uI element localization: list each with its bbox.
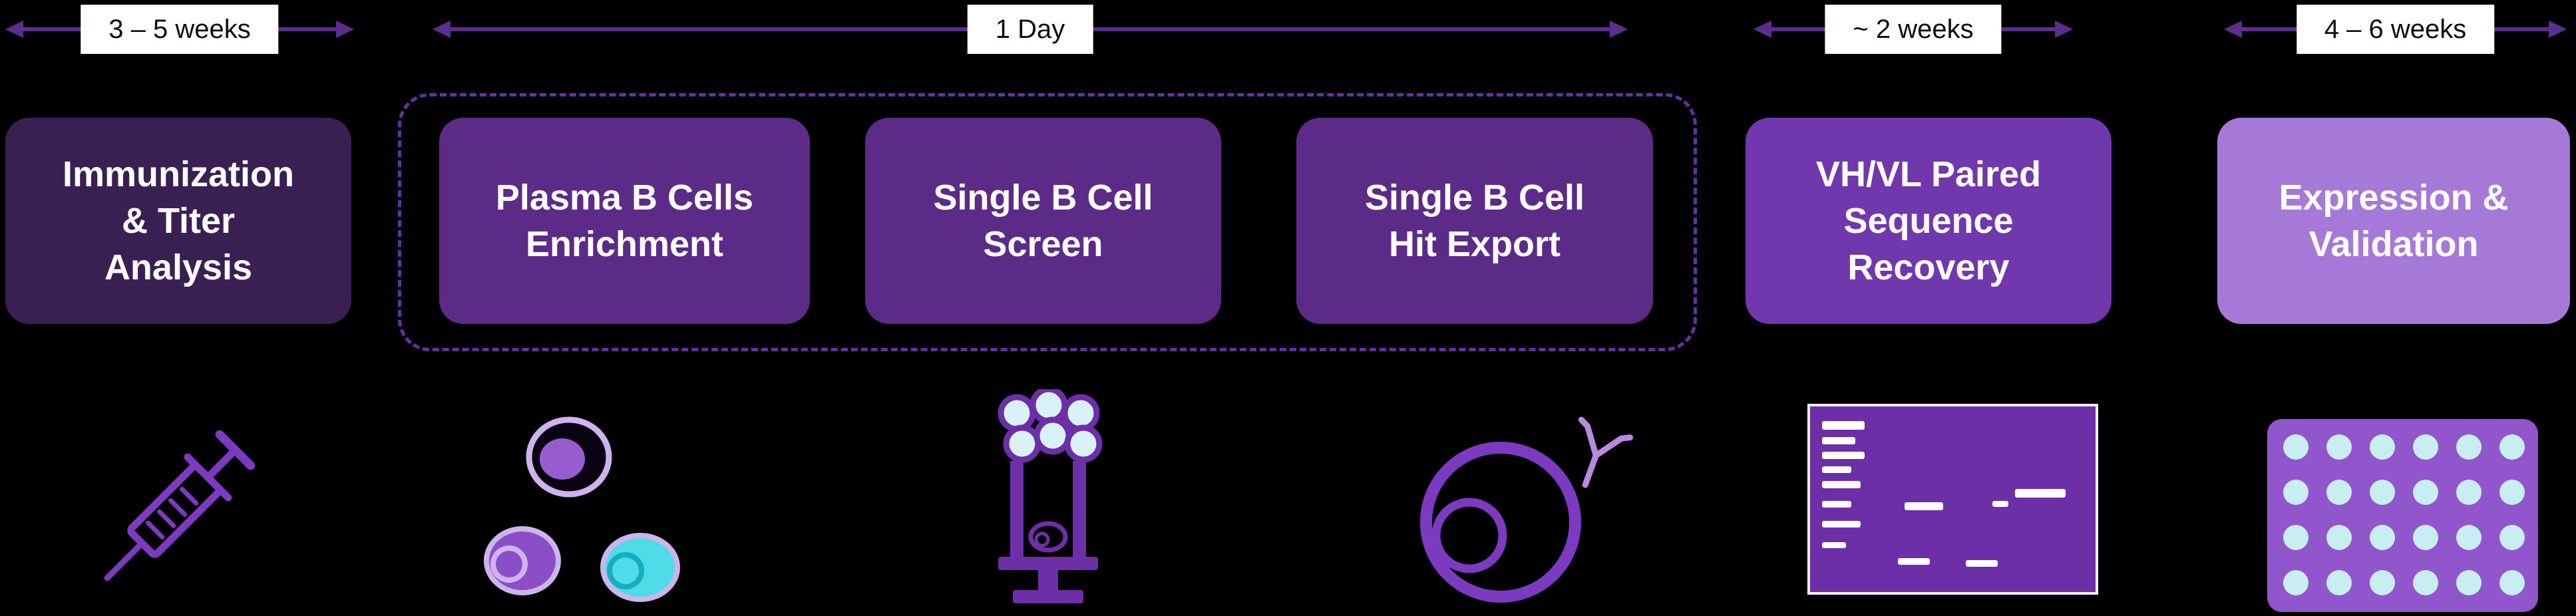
arrow-right-icon — [2549, 21, 2567, 38]
arrow-left-icon — [5, 21, 23, 38]
timeline-segment-one-day: 1 Day — [433, 4, 1628, 55]
timeline-segment-immunization: 3 – 5 weeks — [5, 4, 354, 55]
stage-vhvl-paired-sequence-recovery: VH/VL Paired Sequence Recovery — [1746, 118, 2112, 324]
timeline-label: 4 – 6 weeks — [2296, 5, 2495, 54]
arrow-right-icon — [1610, 21, 1628, 38]
stage-single-b-cell-hit-export: Single B Cell Hit Export — [1296, 118, 1653, 324]
arrow-left-icon — [2224, 21, 2242, 38]
arrow-right-icon — [336, 21, 354, 38]
b-cell-antibody-icon — [1391, 399, 1644, 616]
stage-immunization-titer-analysis: Immunization & Titer Analysis — [5, 118, 351, 324]
microplate-icon — [2267, 419, 2538, 615]
sequence-gel-icon — [1807, 404, 2098, 598]
timeline-label: 3 – 5 weeks — [81, 5, 279, 54]
stage-plasma-b-cells-enrichment: Plasma B Cells Enrichment — [439, 118, 810, 324]
timeline-segment-two-weeks: ~ 2 weeks — [1753, 4, 2073, 55]
arrow-right-icon — [2055, 21, 2073, 38]
stage-expression-validation: Expression & Validation — [2217, 118, 2570, 324]
plasma-cells-icon — [459, 409, 705, 615]
arrow-left-icon — [433, 21, 451, 38]
timeline-segment-four-six-weeks: 4 – 6 weeks — [2224, 4, 2567, 55]
arrow-left-icon — [1753, 21, 1771, 38]
one-day-group-outline — [398, 93, 1697, 351]
stage-single-b-cell-screen: Single B Cell Screen — [865, 118, 1221, 324]
timeline-label: 1 Day — [967, 5, 1093, 54]
syringe-icon — [67, 396, 293, 616]
screening-column-icon — [952, 386, 1145, 616]
timeline-label: ~ 2 weeks — [1825, 5, 2002, 54]
